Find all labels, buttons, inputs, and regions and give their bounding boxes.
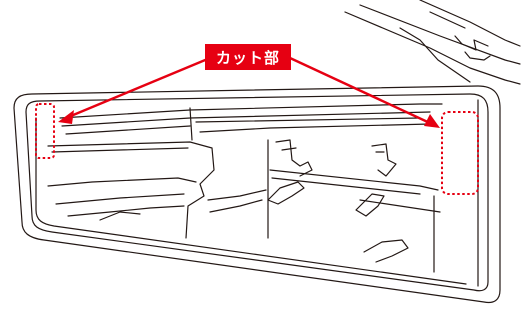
cut-region-left (35, 103, 55, 159)
interior-rails (47, 103, 443, 273)
cut-region-right (441, 111, 479, 195)
arrow-left-head (58, 110, 74, 124)
arrow-left (65, 56, 211, 120)
callout-label: カット部 (215, 48, 280, 67)
frame-outline (13, 85, 501, 304)
arrow-right (289, 56, 433, 126)
rear-cover (344, 0, 521, 85)
cut-regions (35, 103, 479, 195)
latch-parts (267, 139, 397, 217)
callout-box (205, 44, 291, 70)
arrow-right-head (424, 114, 440, 128)
callout-arrows (58, 56, 440, 128)
